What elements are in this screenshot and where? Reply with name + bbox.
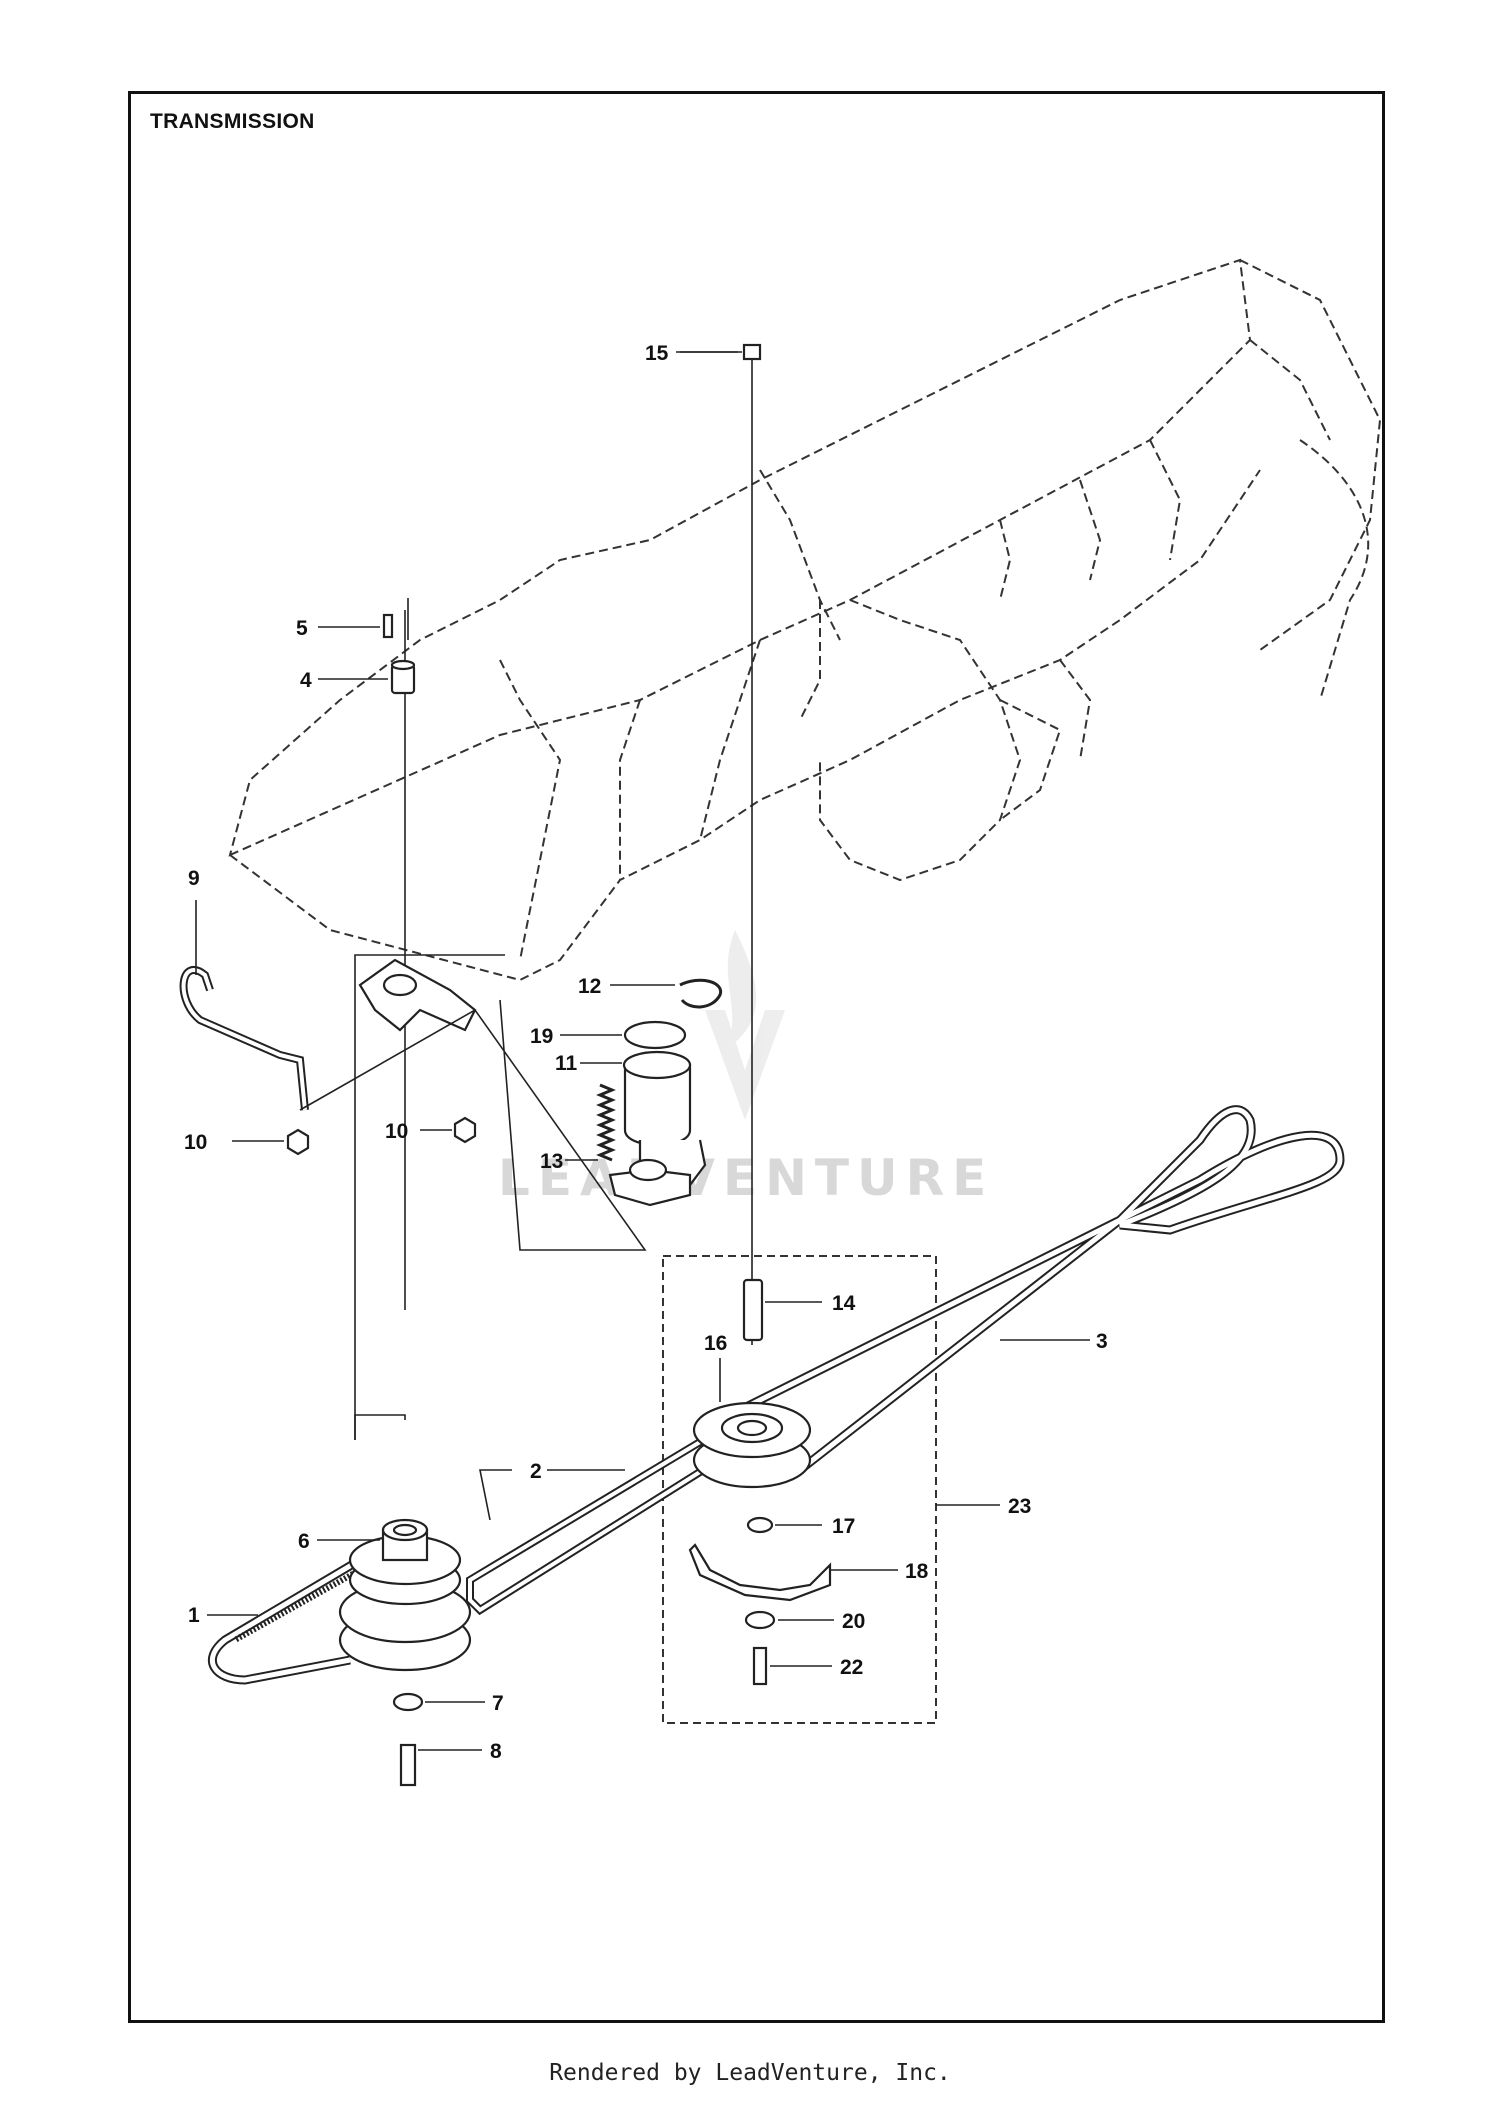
- callout-20: 20: [842, 1610, 865, 1633]
- diagram-frame: [128, 91, 1385, 2023]
- callout-3: 3: [1096, 1330, 1108, 1353]
- belt-3: [717, 1105, 1345, 1474]
- part-18-bracket: [688, 1543, 898, 1602]
- callout-17: 17: [832, 1515, 855, 1538]
- watermark-logo-icon: [705, 930, 785, 1120]
- callout-1: 1: [188, 1604, 200, 1627]
- belt-2: [466, 1424, 741, 1616]
- leader-lines: [354, 351, 753, 1440]
- callout-16: 16: [704, 1332, 727, 1355]
- part-12-e-clip: [610, 978, 723, 1009]
- part-6-drive-pulley: [317, 1518, 472, 1672]
- callout-22: 22: [840, 1656, 863, 1679]
- part-10-nut-left: [232, 1128, 310, 1156]
- part-14-stud: [742, 1278, 822, 1342]
- part-8-bolt: [399, 1743, 482, 1787]
- callout-23: 23: [1008, 1495, 1031, 1518]
- callout-14: 14: [832, 1292, 856, 1315]
- callout-2: 2: [530, 1460, 542, 1483]
- callout-7: 7: [492, 1692, 504, 1715]
- part-20-washer: [744, 1610, 834, 1630]
- callout-18: 18: [905, 1560, 929, 1583]
- part-10-nut-right: [420, 1116, 477, 1144]
- part-9-rod: [179, 900, 309, 1111]
- callout-labels: 1 2 3 4 5 6 7 8 9 10 10 11 12 13 14 15 1…: [184, 342, 1108, 1763]
- part-15-bolt: [676, 343, 762, 361]
- callout-10-left: 10: [184, 1131, 207, 1154]
- callout-8: 8: [490, 1740, 502, 1763]
- callout-5: 5: [296, 617, 308, 640]
- callout-13: 13: [540, 1150, 563, 1173]
- subassembly-23-box: [662, 1255, 937, 1724]
- watermark-text: LEADVENTURE: [498, 1149, 994, 1207]
- footer-credit: Rendered by LeadVenture, Inc.: [549, 2060, 951, 2086]
- part-4-spacer: [318, 659, 416, 695]
- part-5-pin: [318, 613, 394, 639]
- callout-10-right: 10: [385, 1120, 408, 1143]
- part-19-disc: [560, 1020, 687, 1050]
- callout-9: 9: [188, 867, 200, 890]
- part-11-bushing-arm: [580, 1050, 707, 1187]
- callout-19: 19: [530, 1025, 553, 1048]
- belt-1: [207, 1556, 363, 1685]
- part-16-idler-pulley: [692, 1358, 812, 1489]
- callout-11: 11: [555, 1052, 578, 1075]
- part-17-washer: [746, 1516, 822, 1534]
- diagram-title: TRANSMISSION: [150, 110, 315, 133]
- part-7-washer: [392, 1692, 485, 1712]
- callout-15: 15: [645, 342, 669, 365]
- part-13-spring: [565, 1083, 692, 1207]
- callout-6: 6: [298, 1530, 310, 1553]
- callout-12: 12: [578, 975, 601, 998]
- chassis-frame: [228, 258, 1382, 982]
- callout-4: 4: [300, 669, 312, 692]
- pivot-bracket: [299, 958, 647, 1251]
- part-22-bolt: [752, 1646, 832, 1686]
